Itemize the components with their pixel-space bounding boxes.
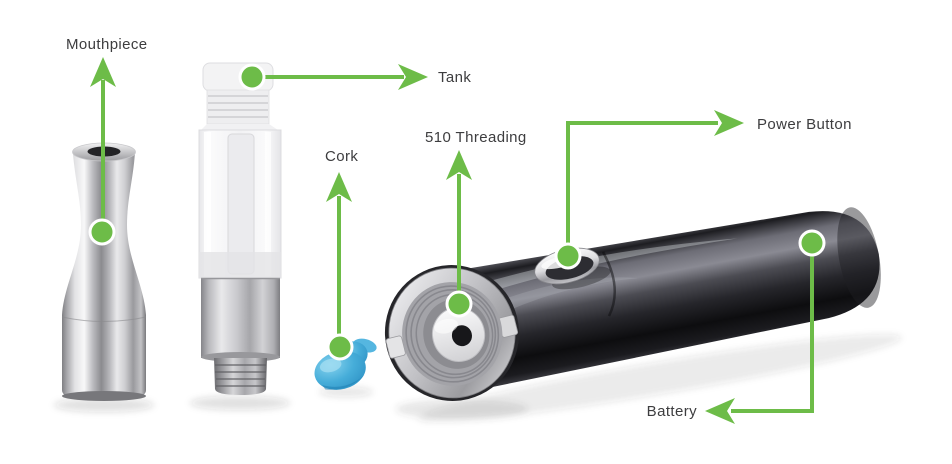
battery-illustration xyxy=(384,207,881,401)
mouthpiece-base-seam xyxy=(61,316,147,322)
threading-face xyxy=(384,265,520,401)
tank-illustration xyxy=(198,62,282,395)
arrow-right-icon xyxy=(714,110,744,136)
callout-dot xyxy=(238,63,266,91)
tank-metal-base xyxy=(201,278,280,358)
label-tank: Tank xyxy=(438,69,472,86)
mouthpiece-bottom-edge xyxy=(62,391,146,401)
tank-thread-tip xyxy=(214,358,267,395)
power-button-callout xyxy=(554,110,744,270)
ground-shadows xyxy=(54,334,902,422)
mouthpiece-body xyxy=(62,153,146,397)
mouthpiece-callout xyxy=(88,57,116,246)
callout-dot xyxy=(798,229,826,257)
arrow-up-icon xyxy=(90,57,116,87)
arrow-up-icon xyxy=(446,150,472,180)
threading-callout xyxy=(445,150,473,318)
callout-dot xyxy=(445,290,473,318)
label-power-button: Power Button xyxy=(757,116,852,133)
label-510-threading: 510 Threading xyxy=(425,129,527,146)
tank-callout xyxy=(238,63,428,91)
callout-dot xyxy=(88,218,116,246)
label-mouthpiece: Mouthpiece xyxy=(66,36,148,53)
callout-dot xyxy=(326,333,354,361)
arrow-right-icon xyxy=(398,64,428,90)
callout-dot xyxy=(554,242,582,270)
label-cork: Cork xyxy=(325,148,359,165)
threading-air-hole xyxy=(451,325,472,347)
callouts xyxy=(88,57,826,424)
arrow-left-icon xyxy=(705,398,735,424)
label-battery: Battery xyxy=(646,403,697,420)
arrow-up-icon xyxy=(326,172,352,202)
cork-callout xyxy=(326,172,354,361)
battery-callout xyxy=(705,229,826,424)
